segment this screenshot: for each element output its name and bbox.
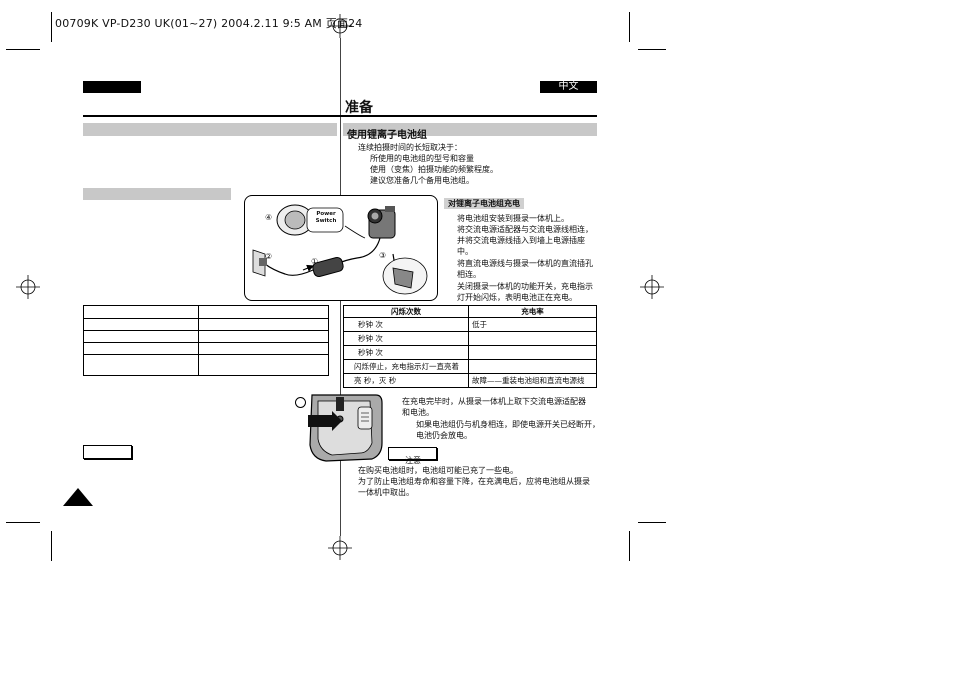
- table-cell: 秒钟 次: [343, 345, 469, 360]
- step-marker-1: ①: [311, 257, 319, 266]
- crop-mark: [51, 531, 52, 561]
- intro-line: 使用（变焦）拍摄功能的频繁程度。: [370, 165, 498, 174]
- diagram-illustration: [252, 204, 428, 295]
- charge-step: 相连。: [457, 270, 481, 279]
- table-cell: 低于: [468, 317, 597, 332]
- page-corner-triangle: [63, 488, 93, 506]
- left-subsection-bar: [83, 188, 231, 200]
- table-row: 闪烁停止，充电指示灯一直亮着: [343, 359, 597, 374]
- left-section-bar: [83, 123, 337, 136]
- crop-mark: [6, 49, 40, 50]
- right-section-bar: 使用锂离子电池组: [343, 123, 597, 141]
- table-row: 秒钟 次: [343, 331, 597, 346]
- registration-mark-right: [640, 275, 664, 299]
- table-cell: 亮 秒，灭 秒: [343, 373, 469, 388]
- note-line: 为了防止电池组寿命和容量下降，在充满电后，应将电池组从摄录: [358, 477, 590, 486]
- crop-mark: [638, 49, 666, 50]
- charge-step: 关闭摄录一体机的功能开关，充电指示: [457, 282, 593, 291]
- registration-mark-bottom: [328, 536, 352, 560]
- crop-mark: [629, 12, 630, 42]
- charge-heading: 对锂离子电池组充电: [444, 198, 524, 209]
- table-cell: [468, 359, 597, 374]
- charge-step: 将直流电源线与摄录一体机的直流插孔: [457, 259, 593, 268]
- after-charge-line: 如果电池组仍与机身相连，即使电源开关已经断开，: [416, 420, 600, 429]
- after-charge-line: 电池仍会放电。: [416, 431, 472, 440]
- step-marker-2: ②: [265, 252, 273, 261]
- intro-line: 所使用的电池组的型号和容量: [370, 154, 474, 163]
- page-title: 准备: [345, 100, 373, 116]
- registration-mark-top: [328, 14, 352, 38]
- step-circle-marker: [295, 397, 306, 408]
- table-row: 秒钟 次: [343, 345, 597, 360]
- charging-diagram: Power Switch ④ ② ① ③: [244, 195, 438, 301]
- tab-chinese: 中文: [540, 81, 597, 93]
- title-rule: [83, 115, 597, 117]
- intro-line: 建议您准备几个备用电池组。: [370, 176, 474, 185]
- table-cell: [468, 331, 597, 346]
- header-charge-rate: 充电率: [468, 305, 597, 318]
- crop-mark: [6, 522, 40, 523]
- section-heading: 使用锂离子电池组: [347, 130, 427, 141]
- crop-mark: [629, 531, 630, 561]
- intro-line: 连续拍摄时间的长短取决于：: [358, 143, 462, 152]
- table-row: 秒钟 次 低于: [343, 317, 597, 332]
- print-header: 00709K VP-D230 UK(01~27) 2004.2.11 9:5 A…: [55, 17, 363, 30]
- table-row: 亮 秒，灭 秒 故障——重装电池组和直流电源线: [343, 373, 597, 388]
- blink-table: 闪烁次数 充电率 秒钟 次 低于 秒钟 次 秒钟 次 闪烁停止，充电指示灯一直亮…: [343, 305, 597, 388]
- charge-step: 灯开始闪烁，表明电池正在充电。: [457, 293, 577, 302]
- table-cell: 故障——重装电池组和直流电源线: [468, 373, 597, 388]
- left-table: [83, 305, 329, 376]
- table-cell: [468, 345, 597, 360]
- table-cell: 闪烁停止，充电指示灯一直亮着: [343, 359, 469, 374]
- note-line: 一体机中取出。: [358, 488, 414, 497]
- table-cell: 秒钟 次: [343, 317, 469, 332]
- note-line: 在购买电池组时，电池组可能已充了一些电。: [358, 466, 518, 475]
- table-header-row: 闪烁次数 充电率: [343, 305, 597, 318]
- table-row: [83, 330, 329, 343]
- power-switch-label: Power Switch: [315, 211, 337, 224]
- charge-step: 将电池组安装到摄录一体机上。: [457, 214, 569, 223]
- header-blink-count: 闪烁次数: [343, 305, 469, 318]
- table-row: [83, 318, 329, 331]
- registration-mark-left: [16, 275, 40, 299]
- charge-step: 并将交流电源线插入到墙上电源插座: [457, 236, 585, 245]
- tab-left: [83, 81, 141, 93]
- table-row: [83, 305, 329, 319]
- crop-mark: [51, 12, 52, 42]
- battery-removal-illustration: [308, 394, 383, 462]
- left-note-box: [83, 445, 132, 459]
- step-marker-3: ③: [379, 251, 387, 260]
- crop-mark: [638, 522, 666, 523]
- note-label: 注意: [405, 456, 421, 465]
- table-row: [83, 342, 329, 355]
- table-row: [83, 354, 329, 376]
- step-marker-4: ④: [265, 213, 273, 222]
- after-charge-line: 和电池。: [402, 408, 434, 417]
- note-box: 注意: [388, 447, 437, 465]
- table-cell: 秒钟 次: [343, 331, 469, 346]
- charge-step: 将交流电源适配器与交流电源线相连，: [457, 225, 593, 234]
- after-charge-line: 在充电完毕时，从摄录一体机上取下交流电源适配器: [402, 397, 586, 406]
- charge-step: 中。: [457, 247, 473, 256]
